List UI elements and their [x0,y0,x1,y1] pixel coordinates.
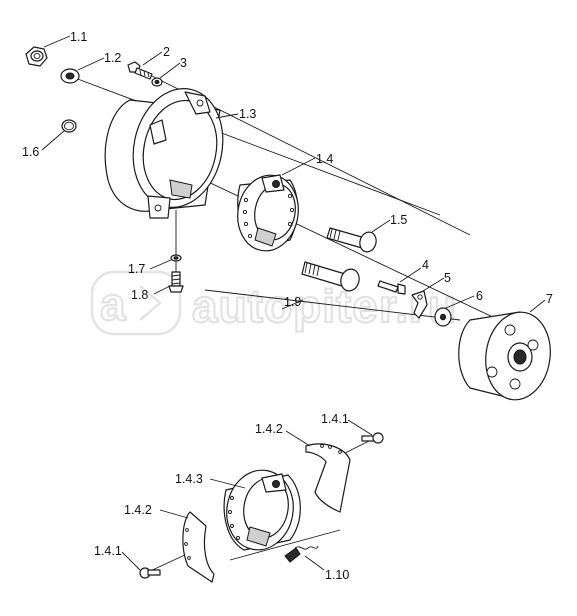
callout-1-2: 1.2 [104,51,121,65]
callout-1-5: 1.5 [390,213,407,227]
watermark-logo-glyph: a [100,278,127,330]
callout-7: 7 [546,292,553,306]
callout-1-8: 1.8 [131,288,148,302]
part-1-5-pin [326,227,377,253]
callout-5: 5 [444,271,451,285]
callout-4: 4 [422,258,429,272]
part-3-lock-washer [151,77,163,87]
part-2-screw [127,61,153,80]
upper-lining-holes [320,444,342,454]
lower-lining-holes [184,528,191,560]
callout-1-10: 1.10 [325,568,349,582]
callout-1-1: 1.1 [70,30,87,44]
callout-1-9: 1.9 [284,295,301,309]
callout-3: 3 [180,56,187,70]
callout-1-4-2-top: 1.4.2 [255,422,283,436]
callout-1-6: 1.6 [22,145,39,159]
part-1-9-pin [301,261,360,292]
callout-2: 2 [163,45,170,59]
part-6-washer [434,307,452,327]
leader-lines [41,35,546,571]
callout-1-4: 1.4 [316,152,333,166]
part-1-6-oring [61,119,77,133]
callout-1-7: 1.7 [128,262,145,276]
part-1-4-1-rivet-lower [139,567,161,579]
callout-1-4-3: 1.4.3 [175,472,203,486]
callout-1-4-1-left: 1.4.1 [94,544,122,558]
part-1-4-2-lining-upper [305,443,351,513]
callout-1-3: 1.3 [239,107,256,121]
shoe-lining-holes [242,193,295,239]
part-4-screw [377,280,406,295]
callout-1-4-2-left: 1.4.2 [124,503,152,517]
part-1-4-2-lining-lower [182,511,215,583]
callout-1-4-1-top: 1.4.1 [321,412,349,426]
part-7-brake-drum [458,311,551,401]
part-1-3-housing [104,88,224,219]
shoe-holes [228,496,240,540]
part-1-1-nut [25,46,48,67]
part-1-8-bolt [168,271,184,293]
part-1-2-washer [60,68,80,84]
callout-6: 6 [476,289,483,303]
part-1-7-washer [170,254,182,262]
part-1-4-1-rivet-upper [361,432,384,444]
part-1-4-3-shoe [223,469,301,551]
callout-labels: 1.1 1.2 2 3 1.3 1.6 1.4 1.5 1.7 1.8 1.9 … [22,30,553,582]
watermark-text: autopiter.ru [192,280,457,332]
part-5-lock-plate [411,290,428,319]
part-1-4-shoe-assembly [237,174,299,252]
watermark-logo: a autopiter.ru [90,270,457,336]
part-1-10-spring [284,545,319,563]
